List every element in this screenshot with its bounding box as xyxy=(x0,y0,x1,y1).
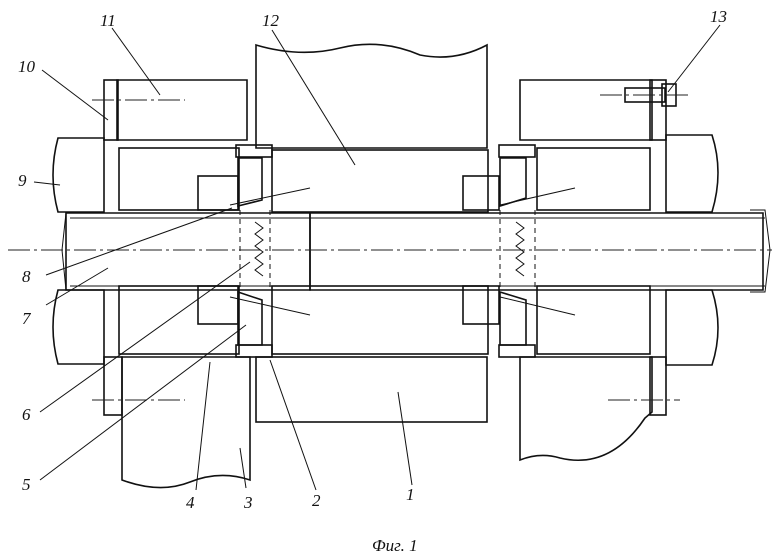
callout-1: 1 xyxy=(406,485,415,504)
clamp-rings xyxy=(236,145,535,357)
sleeve-lower xyxy=(119,286,650,354)
callout-8: 8 xyxy=(22,267,31,286)
callout-6: 6 xyxy=(22,405,31,424)
callout-4: 4 xyxy=(186,493,195,512)
figure-caption: Фиг. 1 xyxy=(372,536,418,555)
right-outer-plate xyxy=(520,80,666,460)
left-outer-plate xyxy=(104,80,250,488)
callout-12: 12 xyxy=(262,11,280,30)
screw-13 xyxy=(92,84,690,400)
callout-7: 7 xyxy=(22,309,32,328)
callout-13: 13 xyxy=(710,7,727,26)
callout-11: 11 xyxy=(100,11,116,30)
central-plate xyxy=(256,44,487,422)
callout-5: 5 xyxy=(22,475,31,494)
callout-9: 9 xyxy=(18,171,27,190)
callout-3: 3 xyxy=(243,493,253,512)
bolt-shaft xyxy=(8,210,772,292)
sleeve-upper xyxy=(119,148,650,212)
callout-2: 2 xyxy=(312,491,321,510)
callout-labels: 11 12 13 10 9 8 7 6 5 4 3 2 1 xyxy=(18,7,727,512)
callout-10: 10 xyxy=(18,57,36,76)
